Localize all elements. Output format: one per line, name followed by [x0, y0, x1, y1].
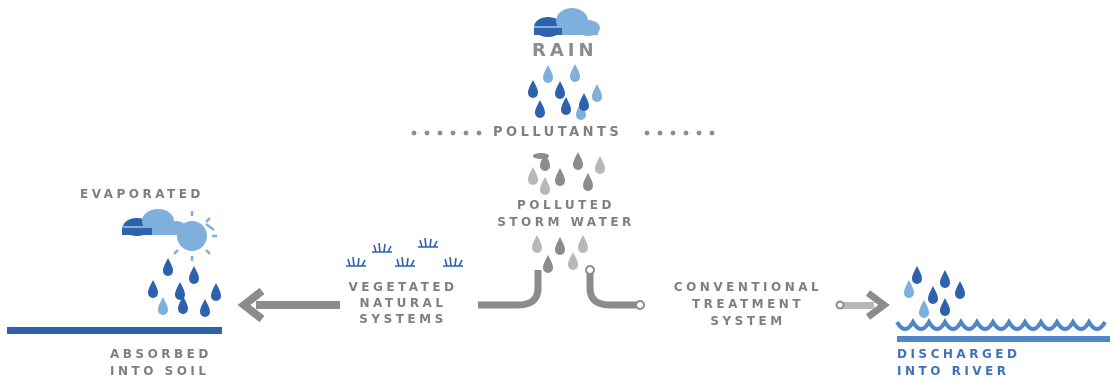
- pollutant-dots-left-icon: [411, 130, 482, 136]
- wave-icon: [895, 317, 1107, 331]
- absorbed-into-soil-label: ABSORBED INTO SOIL: [110, 346, 212, 380]
- storm-water-line: STORM WATER: [497, 215, 635, 229]
- rain-label: RAIN: [532, 40, 598, 61]
- grass-icon: [346, 237, 463, 267]
- into-river-line: INTO RIVER: [897, 364, 1010, 378]
- discharged-line: DISCHARGED: [897, 347, 1021, 361]
- polluted-line: POLLUTED: [517, 198, 615, 212]
- conventional-line: CONVENTIONAL: [673, 280, 823, 294]
- left-pipe: [478, 270, 542, 309]
- evaporated-label: EVAPORATED: [80, 187, 204, 201]
- soil-line: [7, 327, 222, 334]
- into-soil-line: INTO SOIL: [110, 364, 210, 378]
- absorbed-line: ABSORBED: [110, 347, 212, 361]
- rain-drops-icon: [528, 64, 602, 120]
- discharged-into-river-label: DISCHARGED INTO RIVER: [897, 346, 1020, 380]
- evaporated-drops-icon: [148, 258, 221, 317]
- river-drops-icon: [904, 266, 965, 318]
- treatment-line: TREATMENT: [691, 297, 805, 311]
- vegetated-line: VEGETATED: [348, 280, 458, 294]
- natural-line: NATURAL: [359, 296, 447, 310]
- polluted-drops-icon: [528, 152, 605, 273]
- arrow-right-icon: [835, 290, 890, 320]
- pollutant-dots-right-icon: [644, 130, 715, 136]
- right-pipe: [586, 270, 640, 309]
- pollutants-label: POLLUTANTS: [493, 125, 623, 140]
- vegetated-natural-systems-label: VEGETATED NATURAL SYSTEMS: [338, 279, 468, 327]
- polluted-storm-water-label: POLLUTED STORM WATER: [476, 197, 656, 231]
- system-line: SYSTEM: [710, 314, 786, 328]
- systems-line: SYSTEMS: [359, 312, 447, 326]
- sun-icon: [173, 211, 217, 261]
- conventional-treatment-system-label: CONVENTIONAL TREATMENT SYSTEM: [648, 279, 848, 330]
- arrow-left-icon: [237, 287, 340, 323]
- evaporated-cloud-icon: [122, 209, 186, 236]
- rain-cloud-icon: [534, 8, 600, 37]
